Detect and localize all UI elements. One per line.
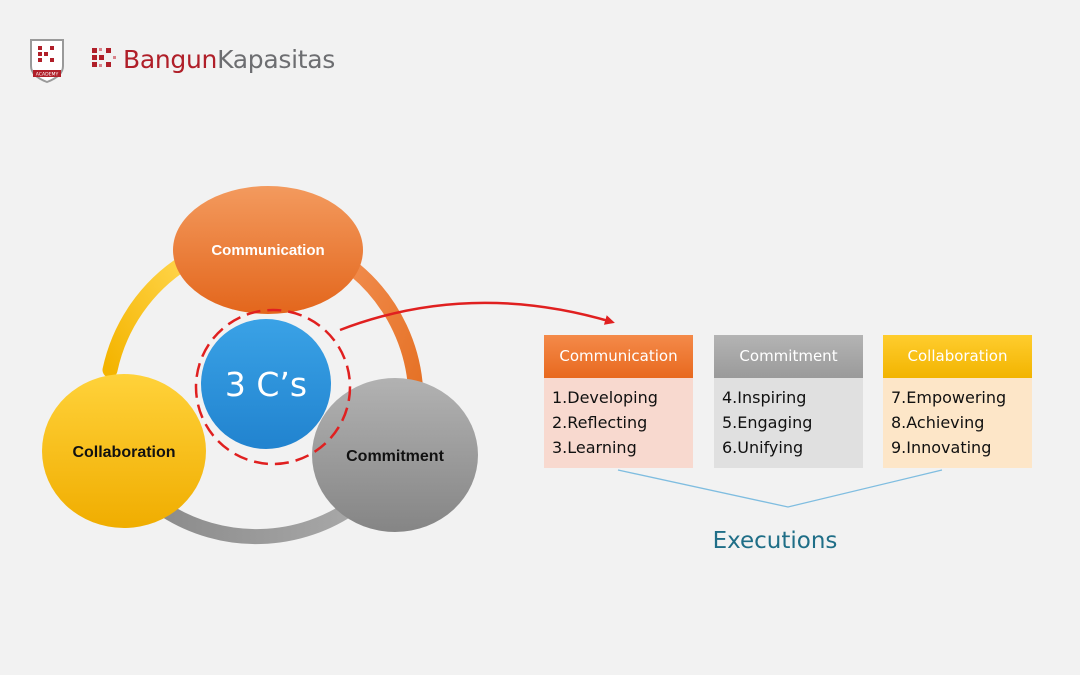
execution-header: Collaboration — [883, 335, 1032, 378]
executions-brace — [617, 469, 943, 508]
badge-text: ACADEMY — [36, 72, 59, 78]
execution-item: 9.Innovating — [891, 438, 992, 457]
executions-label: Executions — [712, 528, 838, 554]
cycle-arc-left — [102, 254, 193, 378]
node-collaboration-label: Collaboration — [72, 444, 175, 461]
brand-name: BangunKapasitas — [123, 47, 335, 72]
brand-logo: BangunKapasitas — [92, 42, 335, 76]
execution-item: 3.Learning — [552, 438, 637, 457]
brand-name-part2: Kapasitas — [217, 44, 335, 74]
execution-item: 8.Achieving — [891, 413, 985, 432]
brand-pixel-icon — [92, 46, 118, 72]
execution-item: 4.Inspiring — [722, 388, 807, 407]
node-communication-label: Communication — [211, 242, 324, 259]
execution-item: 6.Unifying — [722, 438, 804, 457]
execution-list: 7.Empowering 8.Achieving 9.Innovating — [883, 378, 1032, 468]
academy-badge-logo: ACADEMY — [28, 36, 66, 84]
highlight-ring — [194, 308, 352, 466]
execution-list: 4.Inspiring 5.Engaging 6.Unifying — [714, 378, 863, 468]
connector-arrow — [339, 301, 615, 332]
execution-item: 5.Engaging — [722, 413, 813, 432]
center-circle — [201, 319, 331, 449]
execution-column-collaboration: Collaboration 7.Empowering 8.Achieving 9… — [883, 335, 1032, 468]
brand-name-part1: Bangun — [123, 44, 218, 74]
execution-column-commitment: Commitment 4.Inspiring 5.Engaging 6.Unif… — [714, 335, 863, 468]
execution-header: Commitment — [714, 335, 863, 378]
execution-item: 1.Developing — [552, 388, 658, 407]
node-commitment — [312, 378, 478, 532]
center-label: 3 C’s — [225, 365, 307, 404]
execution-item: 7.Empowering — [891, 388, 1007, 407]
node-commitment-label: Commitment — [346, 448, 444, 465]
cycle-arc-bottom — [157, 497, 363, 545]
execution-header: Communication — [544, 335, 693, 378]
execution-column-communication: Communication 1.Developing 2.Reflecting … — [544, 335, 693, 468]
node-collaboration — [42, 374, 206, 528]
execution-item: 2.Reflecting — [552, 413, 648, 432]
node-communication — [173, 186, 363, 314]
execution-list: 1.Developing 2.Reflecting 3.Learning — [544, 378, 693, 468]
